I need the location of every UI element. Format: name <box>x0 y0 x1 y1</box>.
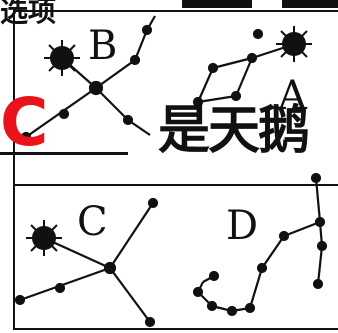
figure-divider <box>13 184 338 186</box>
bright-star-b-icon <box>44 40 80 76</box>
top-partial-text: 选项 <box>0 0 57 28</box>
star <box>310 172 322 184</box>
star <box>256 262 268 274</box>
answer-blank-bar-2 <box>282 0 338 8</box>
answer-letter: C <box>0 84 49 161</box>
star <box>252 28 264 40</box>
star <box>192 96 204 108</box>
star <box>122 114 134 126</box>
star-c-center <box>103 261 117 275</box>
star <box>54 282 66 294</box>
star-b-center <box>88 80 104 96</box>
star <box>58 108 70 120</box>
star <box>244 302 256 314</box>
star <box>312 278 324 290</box>
question-fragment: 是天鹅 <box>158 101 310 161</box>
star <box>141 24 153 36</box>
star <box>208 270 220 282</box>
star <box>129 54 141 66</box>
star <box>14 294 26 306</box>
star <box>20 131 32 143</box>
label-c: C <box>77 199 108 245</box>
star <box>316 240 328 252</box>
label-a: A <box>278 73 307 119</box>
bright-star-c-icon <box>26 220 62 256</box>
constellation-c <box>14 197 159 328</box>
star <box>230 90 242 102</box>
star <box>246 52 258 64</box>
figure-border <box>13 10 338 330</box>
star <box>147 197 159 209</box>
star <box>192 286 204 298</box>
star <box>314 216 326 228</box>
answer-underline <box>0 152 128 155</box>
answer-blank-bar <box>182 0 252 8</box>
star <box>207 62 219 74</box>
label-b: B <box>88 23 118 69</box>
star <box>226 305 238 317</box>
constellation-d <box>192 172 328 317</box>
star <box>278 230 290 242</box>
label-d: D <box>226 203 259 249</box>
star <box>144 316 156 328</box>
constellation-a <box>192 28 293 108</box>
star <box>206 300 218 312</box>
bright-star-a-icon <box>276 26 312 62</box>
